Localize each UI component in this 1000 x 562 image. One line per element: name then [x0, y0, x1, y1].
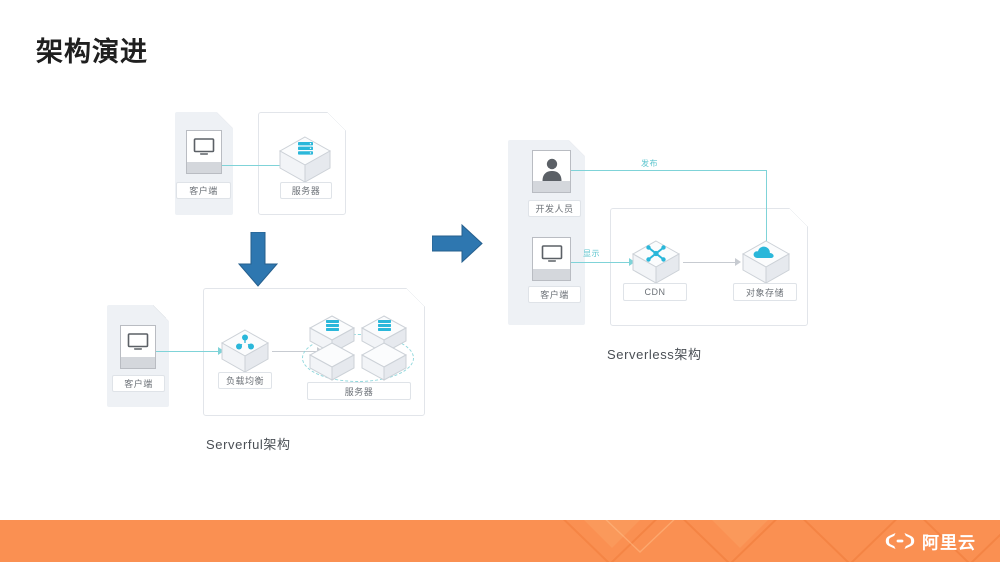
brand-name: 阿里云 — [922, 533, 976, 553]
serverless-client-label: 客户端 — [528, 286, 581, 303]
monitor-icon — [120, 325, 156, 369]
edge-label-publish: 发布 — [641, 159, 658, 168]
fold-corner-icon — [406, 288, 425, 307]
serverless-cdn-label: CDN — [623, 283, 687, 301]
monitor-base — [187, 162, 221, 173]
fold-corner-icon — [217, 112, 233, 128]
monitor-screen — [533, 238, 570, 270]
fold-corner-icon — [789, 208, 808, 227]
alibaba-cloud-mark-icon — [885, 533, 915, 549]
arrow-right-icon — [432, 222, 484, 266]
legacy-server-label: 服务器 — [280, 182, 332, 199]
monitor-glyph-icon — [127, 332, 149, 350]
alibaba-cloud-logo: 阿里云 — [885, 529, 976, 554]
serverless-storage-label: 对象存储 — [733, 283, 797, 301]
banner-chevron-pattern — [563, 520, 1000, 562]
footer-banner: 阿里云 — [0, 520, 1000, 562]
edge-dev-to-storage-horizontal — [571, 170, 766, 171]
load-balancer-cube-icon — [218, 327, 272, 377]
monitor-screen — [187, 131, 221, 163]
edge-cdn-to-storage — [683, 262, 738, 263]
edge-arrowhead-icon — [735, 258, 741, 266]
person-icon — [532, 150, 571, 193]
fold-corner-icon — [327, 112, 346, 131]
edge-arrowhead-icon — [629, 258, 635, 266]
serverless-caption: Serverless架构 — [607, 347, 702, 362]
legacy-client-label: 客户端 — [176, 182, 231, 199]
serverful-caption: Serverful架构 — [206, 437, 291, 452]
cdn-cube-icon — [629, 238, 683, 288]
monitor-glyph-icon — [541, 244, 562, 262]
cloud-cube-icon — [739, 238, 793, 288]
monitor-base — [121, 357, 155, 368]
monitor-base — [533, 269, 570, 280]
page-title: 架构演进 — [36, 37, 148, 67]
edge-lb-to-servers — [272, 351, 320, 352]
edge-arrowhead-icon — [218, 347, 224, 355]
serverful-lb-label: 负载均衡 — [218, 372, 272, 389]
edge-client-to-server — [222, 165, 284, 166]
monitor-icon — [532, 237, 571, 281]
edge-dev-to-storage-vertical — [766, 170, 767, 248]
serverless-developer-label: 开发人员 — [528, 200, 581, 217]
fold-corner-icon — [153, 305, 169, 321]
monitor-icon — [186, 130, 222, 174]
person-glyph-icon — [542, 159, 561, 182]
person-base — [533, 181, 570, 192]
person-body — [533, 151, 570, 182]
server-cube-icon — [276, 134, 334, 186]
arrow-down-icon — [236, 232, 280, 288]
serverful-client-label: 客户端 — [112, 375, 165, 392]
serverful-servers-label: 服务器 — [307, 382, 411, 400]
fold-corner-icon — [569, 140, 585, 156]
server-cube-empty-icon — [306, 340, 358, 384]
server-cluster-ring — [302, 334, 414, 382]
monitor-glyph-icon — [193, 137, 215, 155]
edge-label-display: 显示 — [583, 249, 600, 258]
edge-client-to-lb — [156, 351, 220, 352]
edge-client-to-cdn — [571, 262, 632, 263]
monitor-screen — [121, 326, 155, 358]
server-cube-empty-icon — [358, 340, 410, 384]
